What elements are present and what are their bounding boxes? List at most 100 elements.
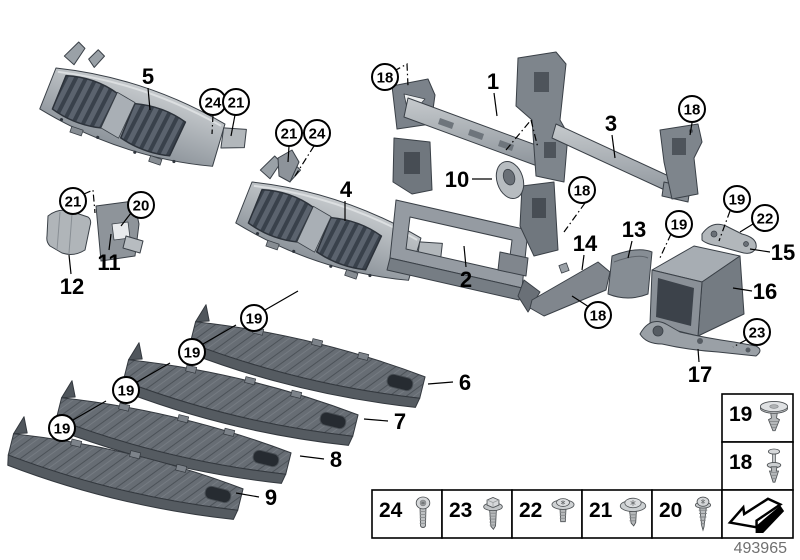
part-3-side-beam[interactable] [551, 123, 703, 203]
part-10-sensor-plate[interactable] [492, 158, 528, 202]
callout-circle [751, 204, 779, 232]
legend-cell-22[interactable]: 22 [511, 489, 583, 539]
part-callout-9[interactable]: 9 [265, 485, 277, 510]
fastener-callout-19[interactable]: 19 [178, 338, 206, 366]
part-1-upper-beam[interactable] [391, 51, 569, 195]
part-2-lower-air-duct[interactable] [386, 199, 529, 301]
leader-line [136, 362, 171, 383]
part-callout-6[interactable]: 6 [459, 370, 471, 395]
leader-line [264, 290, 299, 311]
legend-cell-23[interactable]: 23 [441, 489, 513, 539]
callout-label: 3 [605, 111, 617, 136]
part-callout-15[interactable]: 15 [771, 240, 795, 265]
callout-label: 20 [133, 197, 150, 214]
part-13-air-duct[interactable] [607, 249, 653, 299]
fastener-callout-21[interactable]: 21 [222, 88, 250, 116]
leader-line [689, 122, 693, 136]
fastener-callout-19[interactable]: 19 [723, 185, 751, 213]
legend-cell-box [371, 489, 443, 539]
callout-label: 16 [753, 279, 777, 304]
fastener-callout-21[interactable]: 21 [275, 119, 303, 147]
callout-label: 12 [60, 274, 84, 299]
callout-circle [303, 119, 331, 147]
part-4-mount-bracket[interactable] [277, 149, 300, 183]
part-callout-10[interactable]: 10 [445, 167, 469, 192]
fastener-callout-19[interactable]: 19 [48, 414, 76, 442]
part-16-brake-air-duct[interactable] [649, 245, 745, 337]
part-callout-17[interactable]: 17 [688, 362, 712, 387]
legend-cell-24[interactable]: 24 [371, 489, 443, 539]
part-callout-5[interactable]: 5 [142, 64, 154, 89]
legend-cell-18[interactable]: 18 [721, 441, 794, 491]
fastener-callout-23[interactable]: 23 [743, 318, 771, 346]
callout-circle [723, 185, 751, 213]
callout-label: 2 [460, 267, 472, 292]
callout-circle [178, 338, 206, 366]
callout-label: 18 [590, 307, 607, 324]
part-callout-7[interactable]: 7 [394, 409, 406, 434]
callout-label: 23 [749, 324, 766, 341]
part-callout-2[interactable]: 2 [460, 267, 472, 292]
part-callout-12[interactable]: 12 [60, 274, 84, 299]
part-callout-4[interactable]: 4 [340, 177, 353, 202]
leader-line [611, 134, 616, 159]
part-callout-3[interactable]: 3 [605, 111, 617, 136]
callout-label: 13 [622, 217, 646, 242]
part-callout-11[interactable]: 11 [97, 250, 120, 275]
callout-circle [127, 191, 155, 219]
part-15-bracket[interactable] [701, 223, 757, 254]
legend-cell-label: 24 [379, 499, 403, 522]
legend-cell-box [511, 489, 583, 539]
leader-line [363, 418, 389, 422]
part-callout-14[interactable]: 14 [573, 231, 598, 256]
callout-label: 19 [54, 420, 71, 437]
fastener-callout-18[interactable]: 18 [678, 95, 706, 123]
leader-line [697, 348, 700, 363]
fastener-callout-18[interactable]: 18 [584, 301, 612, 329]
part-callout-1[interactable]: 1 [487, 69, 499, 94]
part-14-air-duct[interactable] [517, 261, 611, 317]
fastener-callout-19[interactable]: 19 [240, 304, 268, 332]
callout-label: 19 [118, 382, 135, 399]
callout-label: 24 [309, 125, 326, 142]
leader-line [493, 92, 498, 117]
diagram-number: 493965 [734, 540, 787, 557]
callout-label: 15 [771, 240, 795, 265]
fastener-callout-21[interactable]: 21 [59, 187, 87, 215]
callout-circle [568, 176, 596, 204]
dashed-leader-line [658, 233, 672, 261]
part-5-front-grille[interactable] [34, 36, 261, 191]
fastener-callout-22[interactable]: 22 [751, 204, 779, 232]
leader-line [235, 492, 260, 498]
callout-circle [112, 376, 140, 404]
part-callout-16[interactable]: 16 [753, 279, 777, 304]
part-callout-8[interactable]: 8 [330, 447, 342, 472]
fastener-callout-18[interactable]: 18 [568, 176, 596, 204]
part-12-duct-piece[interactable] [46, 209, 92, 255]
dashed-leader-line [294, 145, 315, 177]
dashed-leader-line [211, 114, 214, 135]
callout-label: 19 [671, 216, 688, 233]
fastener-callout-19[interactable]: 19 [665, 210, 693, 238]
callout-label: 8 [330, 447, 342, 472]
dashed-leader-line [563, 202, 586, 233]
callout-circle [275, 119, 303, 147]
center-side-bracket[interactable] [519, 181, 559, 257]
fastener-callout-24[interactable]: 24 [303, 119, 331, 147]
legend-cell-direction-arrow[interactable] [721, 489, 794, 539]
legend-cell-label: 20 [659, 499, 682, 522]
fastener-callout-20[interactable]: 20 [127, 191, 155, 219]
callout-label: 18 [684, 101, 701, 118]
legend-cell-20[interactable]: 20 [651, 489, 723, 539]
legend-cell-21[interactable]: 21 [581, 489, 653, 539]
callout-label: 14 [573, 231, 598, 256]
callout-label: 21 [281, 125, 298, 142]
part-17-support-arm[interactable] [639, 321, 761, 357]
fastener-callout-19[interactable]: 19 [112, 376, 140, 404]
part-callout-13[interactable]: 13 [622, 217, 646, 242]
fastener-callout-18[interactable]: 18 [371, 63, 399, 91]
callout-label: 4 [340, 177, 353, 202]
legend-cell-19[interactable]: 19 [721, 393, 794, 443]
callout-label: 19 [184, 344, 201, 361]
